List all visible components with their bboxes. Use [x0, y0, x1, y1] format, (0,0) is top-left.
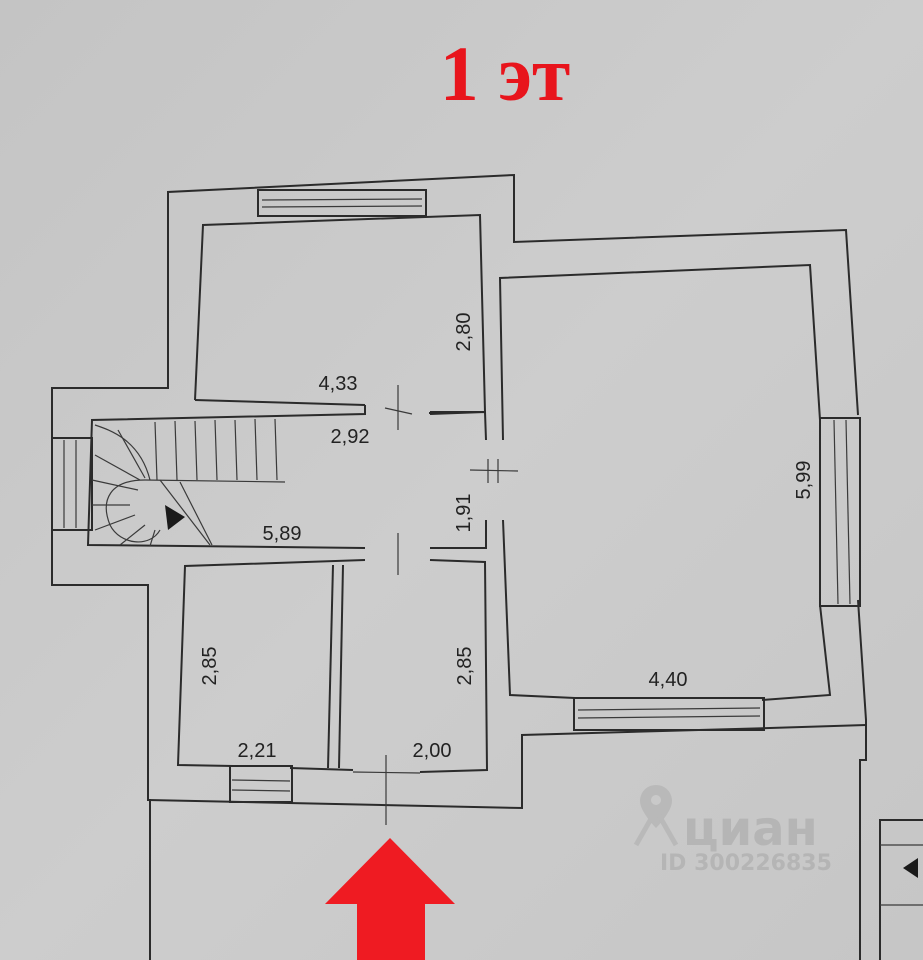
- watermark-brand: циан: [683, 801, 818, 857]
- arrow-up-icon: [325, 838, 455, 960]
- watermark-id: ID 300226835: [660, 851, 832, 876]
- dim-big-room-height: 5,99: [793, 461, 815, 500]
- staircase: [91, 418, 286, 547]
- dim-big-room-width: 4,40: [649, 669, 688, 691]
- floor-title: 1 эт: [440, 30, 571, 117]
- dim-left-room-height: 2,85: [199, 647, 221, 686]
- dim-hall-width: 2,92: [331, 426, 370, 448]
- outer-walls: [51, 173, 867, 960]
- windows: [51, 189, 861, 803]
- stair-direction-arrow-icon: [165, 505, 185, 530]
- dim-hall-height: 1,91: [453, 494, 475, 533]
- doors: [352, 385, 519, 825]
- dimension-labels: 2,80 4,33 2,92 1,91 5,89 5,99 4,40 2,85 …: [199, 313, 815, 762]
- dim-middle-room-height: 2,85: [454, 647, 476, 686]
- adjacent-fragment: [879, 819, 923, 960]
- dim-stair-length: 5,89: [263, 523, 302, 545]
- dim-top-room-height: 2,80: [453, 313, 475, 352]
- dim-top-room-width: 4,33: [319, 373, 358, 395]
- small-arrow-icon: [903, 858, 918, 878]
- dim-left-room-width: 2,21: [238, 740, 277, 762]
- watermark: циан ID 300226835: [633, 785, 832, 876]
- dim-middle-room-width: 2,00: [413, 740, 452, 762]
- inner-walls: [86, 213, 832, 773]
- location-pin-icon: [633, 785, 679, 847]
